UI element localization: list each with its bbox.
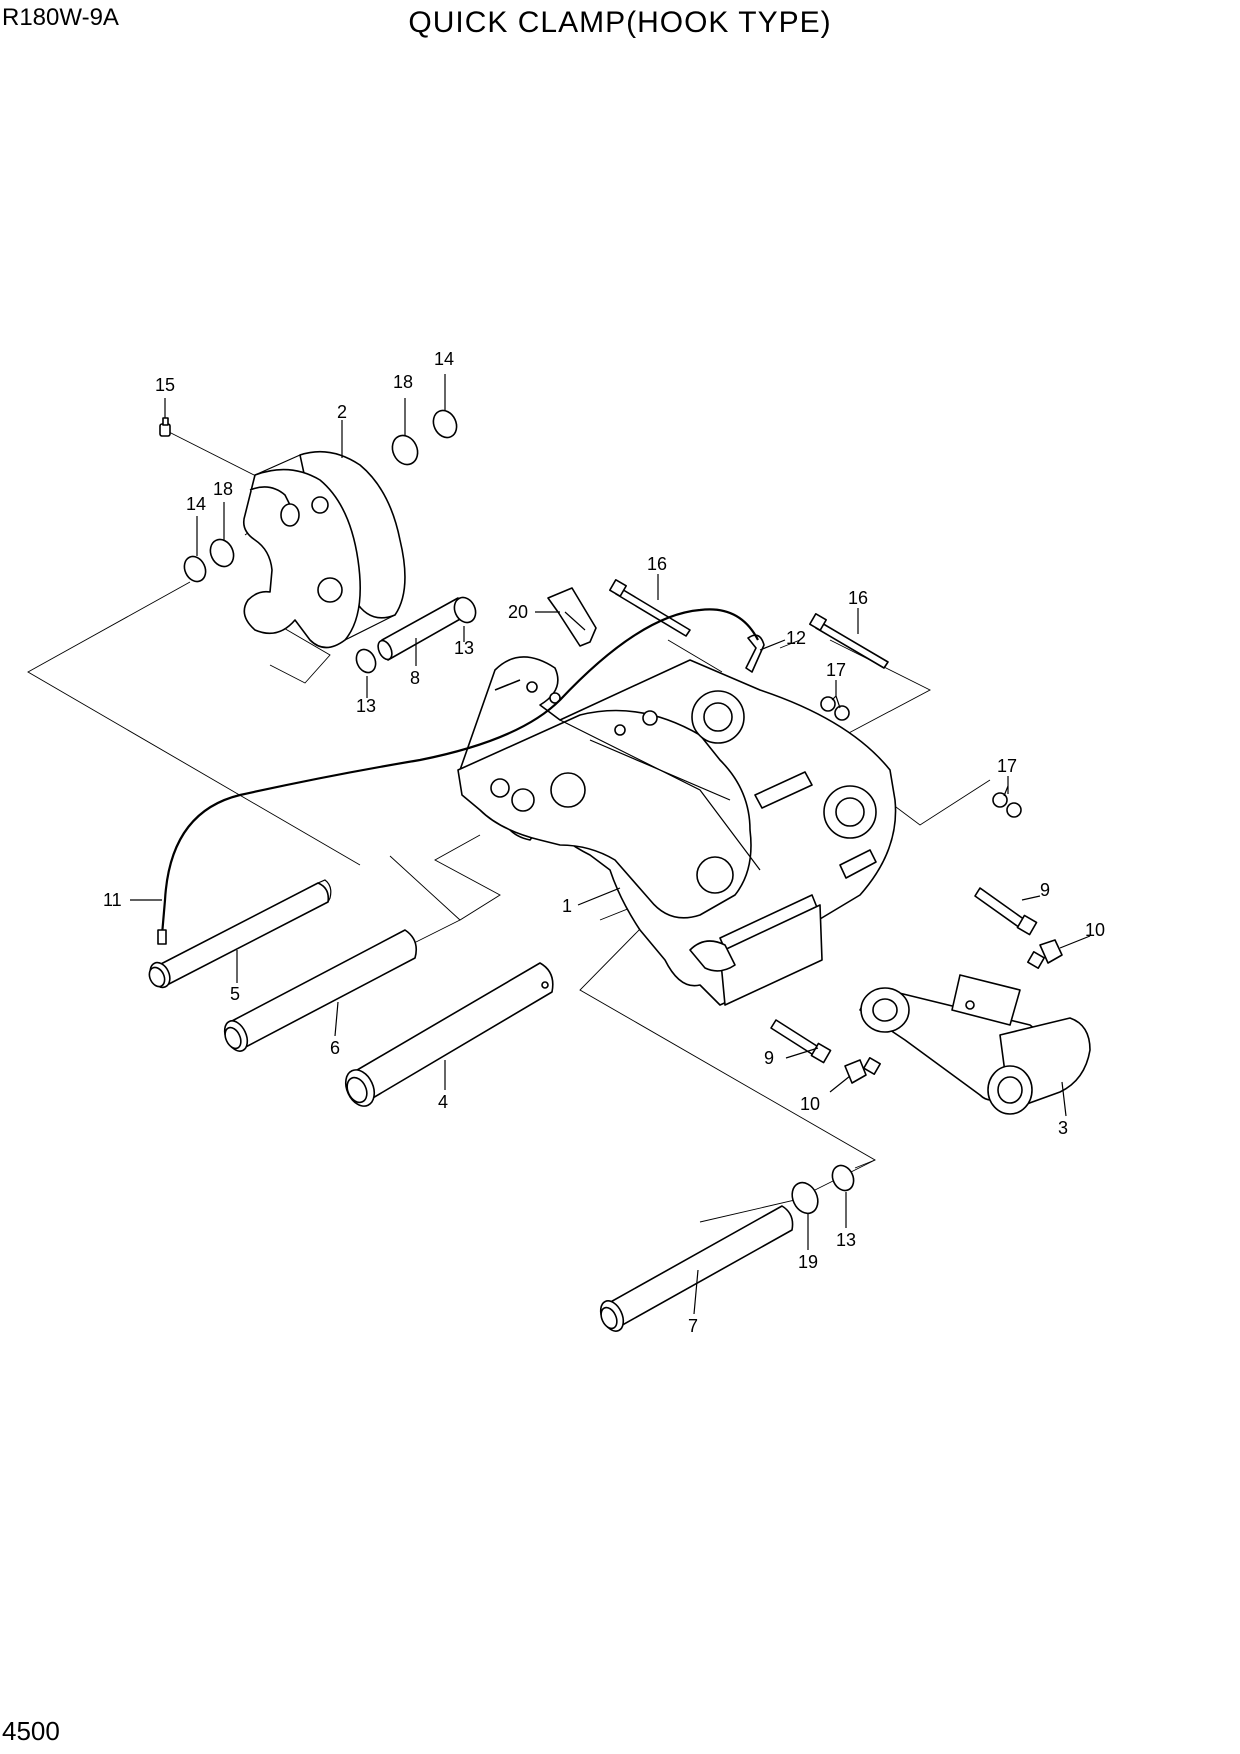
callout-11: 11 (103, 890, 122, 910)
callout-8: 8 (410, 668, 420, 688)
callout-4: 4 (438, 1092, 448, 1112)
hose-cable (157, 608, 759, 945)
lock-nuts-upper (820, 696, 850, 721)
callout-6: 6 (330, 1038, 340, 1058)
callout-18: 18 (393, 372, 413, 392)
callout-7: 7 (688, 1316, 698, 1336)
page-title: QUICK CLAMP(HOOK TYPE) (408, 6, 832, 39)
callout-12: 12 (786, 628, 806, 648)
callout-20: 20 (508, 602, 528, 622)
hook-plate-assembly (242, 450, 406, 649)
callout-2: 2 (337, 402, 347, 422)
shim-ring-19 (791, 1181, 819, 1215)
callout-10: 10 (1085, 920, 1105, 940)
callout-3: 3 (1058, 1118, 1068, 1138)
elbow-10-left (844, 1057, 881, 1084)
callout-13: 13 (454, 638, 474, 658)
snap-ring-upper (432, 409, 458, 439)
long-bolt-1 (609, 579, 691, 637)
pin-4 (344, 962, 554, 1107)
elbow-10-right (1027, 939, 1063, 969)
grease-nipple (159, 417, 171, 437)
model-code: R180W-9A (2, 4, 119, 31)
callout-labels: 15 18 14 2 14 18 13 8 13 20 16 16 12 17 … (103, 349, 1105, 1336)
callout-17: 17 (997, 756, 1017, 776)
callout-1: 1 (562, 896, 572, 916)
shim-ring-upper (391, 434, 419, 466)
callout-14: 14 (434, 349, 454, 369)
leader-lines (130, 374, 1091, 1315)
snap-ring-13-lower (831, 1164, 855, 1192)
callout-18: 18 (213, 479, 233, 499)
callout-19: 19 (798, 1252, 818, 1272)
callout-16: 16 (647, 554, 667, 574)
shim-ring-left (209, 538, 235, 568)
hydraulic-cylinder (859, 974, 1091, 1115)
callout-5: 5 (230, 984, 240, 1004)
long-bolt-2 (809, 613, 889, 669)
callout-9: 9 (764, 1048, 774, 1068)
lock-nuts-right (992, 792, 1022, 818)
callout-13: 13 (356, 696, 376, 716)
callout-15: 15 (155, 375, 175, 395)
callout-17: 17 (826, 660, 846, 680)
pin-7 (599, 1205, 794, 1332)
callout-9: 9 (1040, 880, 1050, 900)
small-pin (355, 596, 477, 674)
fitting-9-right (974, 887, 1038, 936)
lock-clip (745, 634, 765, 673)
callout-14: 14 (186, 494, 206, 514)
callout-13: 13 (836, 1230, 856, 1250)
pin-5 (148, 879, 332, 989)
pin-6 (223, 929, 418, 1052)
snap-ring-left (183, 555, 207, 583)
bracket (547, 587, 597, 647)
callout-10: 10 (800, 1094, 820, 1114)
fitting-9-left (770, 1019, 832, 1064)
quick-clamp-frame (457, 656, 897, 1006)
callout-16: 16 (848, 588, 868, 608)
page-number: 4500 (2, 1716, 60, 1746)
